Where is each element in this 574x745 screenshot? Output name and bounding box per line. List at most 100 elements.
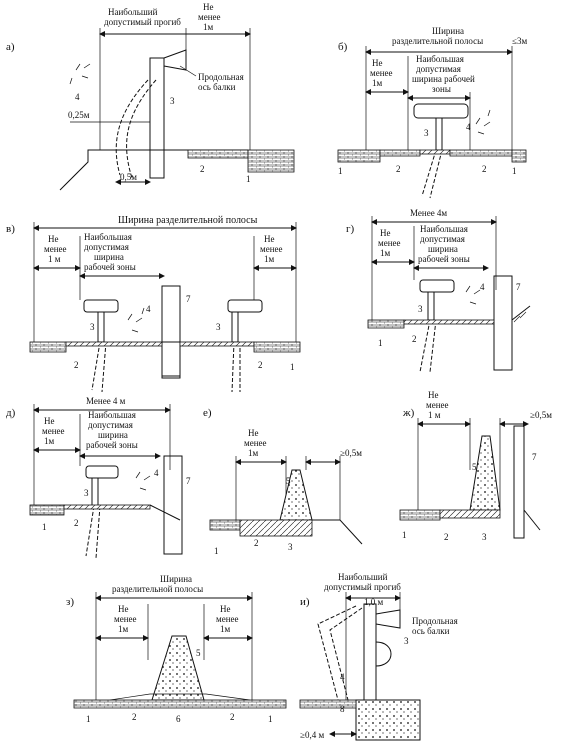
- panel-g-not-less-3: 1м: [380, 248, 391, 258]
- panel-d-work-zone-1: Наибольшая: [88, 410, 136, 420]
- panel-g-not-less-1: Не: [380, 228, 391, 238]
- panel-b-not-less-3: 1м: [372, 78, 383, 88]
- panel-i-dim-04: ≥0,4 м: [300, 730, 324, 740]
- panel-v-not-less-left-2: менее: [44, 244, 67, 254]
- panel-i-label-3: 3: [404, 636, 409, 646]
- panel-v-not-less-right-1: Не: [264, 234, 275, 244]
- panel-a-dim-025: 0,25м: [68, 110, 90, 120]
- panel-zh-label-1: 1: [402, 530, 407, 540]
- panel-a-label-2: 2: [200, 164, 205, 174]
- panel-e-not-less-2: менее: [244, 438, 267, 448]
- panel-d-label-7: 7: [186, 476, 191, 486]
- panel-z-not-less-left-3: 1м: [118, 624, 129, 634]
- panel-v-not-less-left-1: Не: [48, 234, 59, 244]
- panel-b-id: б): [338, 41, 348, 53]
- panel-i-beam-axis-2: ось балки: [412, 626, 450, 636]
- panel-a-not-less-3: 1м: [203, 22, 214, 32]
- panel-b-work-zone-2: допустимая: [416, 64, 461, 74]
- panel-z: з) Ширина разделительной полосы Не менее…: [66, 574, 287, 724]
- panel-z-not-less-left-2: менее: [114, 614, 137, 624]
- panel-d-work-zone-3: ширина: [98, 430, 128, 440]
- panel-z-label-2-right: 2: [230, 712, 235, 722]
- panel-z-label-1-left: 1: [86, 714, 91, 724]
- panel-a-not-less-1: Не: [203, 2, 214, 12]
- panel-zh-label-5: 5: [472, 462, 477, 472]
- panel-b-not-less-2: менее: [370, 68, 393, 78]
- panel-g-id: г): [346, 223, 355, 235]
- panel-zh-id: ж): [402, 407, 415, 419]
- panel-g-label-7: 7: [516, 282, 521, 292]
- panel-d-work-zone-4: рабочей зоны: [86, 440, 138, 450]
- panel-i-beam-axis-1: Продольная: [412, 616, 458, 626]
- panel-d-label-1: 1: [42, 522, 47, 532]
- panel-z-label-6: 6: [176, 714, 181, 724]
- panel-g-not-less-2: менее: [378, 238, 401, 248]
- panel-i-max-deflection-1: Наибольший: [338, 572, 388, 582]
- panel-v-label-3-right: 3: [216, 322, 221, 332]
- panel-zh-not-less-2: менее: [426, 400, 449, 410]
- panel-e-not-less-1: Не: [248, 428, 259, 438]
- panel-d-less-4m: Менее 4 м: [86, 396, 126, 406]
- panel-v: в) Ширина разделительной полосы Не менее…: [6, 215, 301, 393]
- panel-b-label-1-left: 1: [338, 166, 343, 176]
- panel-b-not-less-1: Не: [372, 58, 383, 68]
- panel-z-not-less-right-2: менее: [216, 614, 239, 624]
- panel-z-not-less-left-1: Не: [118, 604, 129, 614]
- panel-z-strip-width-2: разделительной полосы: [112, 584, 203, 594]
- panel-g-label-4: 4: [480, 282, 485, 292]
- panel-g-work-zone-2: допустимая: [420, 234, 465, 244]
- panel-v-id: в): [6, 223, 15, 235]
- panel-d-label-2: 2: [74, 518, 79, 528]
- panel-b-label-4: 4: [466, 122, 471, 132]
- panel-v-label-2-left: 2: [74, 360, 79, 370]
- panel-b-strip-width-1: Ширина: [432, 26, 464, 36]
- panel-d-work-zone-2: допустимая: [88, 420, 133, 430]
- panel-v-label-2-right: 2: [258, 360, 263, 370]
- panel-z-not-less-right-1: Не: [220, 604, 231, 614]
- panel-a-label-1: 1: [246, 174, 251, 184]
- panel-b: б) Ширина разделительной полосы ≤3м Не м…: [337, 26, 527, 199]
- panel-zh-label-2: 2: [444, 532, 449, 542]
- panel-g-less-4m: Менее 4м: [410, 208, 447, 218]
- panel-z-label-5: 5: [196, 648, 201, 658]
- panel-g: г) Менее 4м Не менее 1м Наибольшая допус…: [346, 208, 531, 373]
- panel-a-id: а): [6, 41, 15, 53]
- panel-a: а) Наибольший допустимый прогиб Не менее…: [6, 2, 295, 191]
- panel-v-label-7: 7: [186, 294, 191, 304]
- panel-g-work-zone-4: рабочей зоны: [418, 254, 470, 264]
- panel-a-beam-axis-2: ось балки: [198, 82, 236, 92]
- panel-i-id: и): [300, 596, 310, 608]
- panel-v-label-4: 4: [146, 304, 151, 314]
- panel-v-label-3-left: 3: [90, 322, 95, 332]
- panel-b-label-3: 3: [424, 128, 429, 138]
- panel-zh-label-7: 7: [532, 452, 537, 462]
- panel-v-label-1: 1: [290, 362, 295, 372]
- panel-e-id: е): [203, 407, 212, 419]
- panel-b-work-zone-1: Наибольшая: [416, 54, 464, 64]
- panel-i: и) Наибольший допустимый прогиб 1,0 м Пр…: [299, 572, 458, 741]
- panel-b-label-2-left: 2: [396, 164, 401, 174]
- panel-z-label-1-right: 1: [268, 714, 273, 724]
- panel-d-not-less-3: 1м: [44, 436, 55, 446]
- panel-d-label-3: 3: [84, 488, 89, 498]
- panel-b-work-zone-3: ширина рабочей: [412, 74, 475, 84]
- panel-b-label-1-right: 1: [512, 166, 517, 176]
- panel-v-work-zone-4: рабочей зоны: [84, 262, 136, 272]
- panel-v-work-zone-2: допустимая: [84, 242, 129, 252]
- panel-g-work-zone-1: Наибольшая: [420, 224, 468, 234]
- panel-v-work-zone-3: ширина: [94, 252, 124, 262]
- panel-v-not-less-right-3: 1м: [264, 254, 275, 264]
- panel-z-id: з): [66, 596, 74, 608]
- panel-g-work-zone-3: ширина: [428, 244, 458, 254]
- panel-e-label-3: 3: [288, 542, 293, 552]
- panel-d: д) Менее 4 м Не менее 1м Наибольшая допу…: [6, 396, 191, 559]
- panel-a-max-deflection-1: Наибольший: [108, 7, 158, 17]
- panel-g-label-3: 3: [418, 304, 423, 314]
- panel-e-label-1: 1: [214, 546, 219, 556]
- panel-g-label-2: 2: [412, 334, 417, 344]
- panel-e: е) Не менее 1м ≥0,5м 1 2 3 5: [203, 407, 363, 556]
- panel-b-work-zone-4: зоны: [432, 84, 451, 94]
- panel-b-strip-width-2: разделительной полосы: [392, 36, 483, 46]
- panel-e-not-less-3: 1м: [248, 448, 259, 458]
